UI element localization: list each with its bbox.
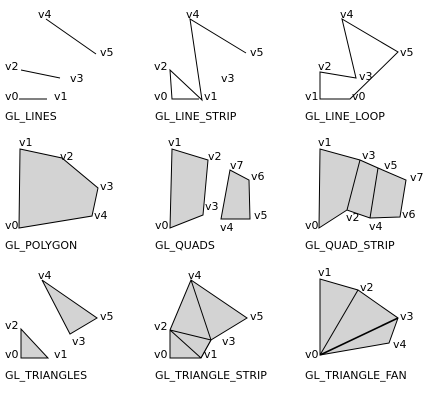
strip-edge-v3-v4 bbox=[190, 279, 212, 341]
vertex-label-v2: v2 bbox=[60, 150, 74, 163]
vertex-label-v1: v1 bbox=[204, 90, 218, 103]
panel-gl-line-loop: v0 v1 v2 v3 v4 v5 GL_LINE_LOOP bbox=[305, 8, 414, 123]
panel-gl-polygon: v0 v1 v2 v3 v4 GL_POLYGON bbox=[5, 136, 114, 252]
vertex-label-v3: v3 bbox=[400, 310, 414, 323]
vertex-label-v0: v0 bbox=[305, 348, 319, 361]
strip-edge-v1-v2 bbox=[169, 329, 202, 359]
vertex-label-v2: v2 bbox=[346, 211, 360, 224]
panel-gl-lines: v0 v1 v2 v3 v4 v5 GL_LINES bbox=[5, 8, 114, 123]
panel-gl-triangle-strip: v0 v1 v2 v3 v4 v5 GL_TRIANGLE_STRIP bbox=[154, 269, 267, 382]
panel-gl-triangles: v0 v1 v2 v3 v4 v5 GL_TRIANGLES bbox=[5, 269, 114, 382]
vertex-label-v5: v5 bbox=[400, 46, 414, 59]
fan-edge-v0-v2 bbox=[319, 289, 359, 356]
line-loop bbox=[319, 17, 399, 100]
vertex-label-v0: v0 bbox=[5, 348, 19, 361]
vertex-label-v1: v1 bbox=[19, 136, 33, 149]
vertex-label-v5: v5 bbox=[100, 46, 114, 59]
vertex-label-v0: v0 bbox=[5, 219, 19, 232]
panel-gl-line-strip: v0 v1 v2 v3 v4 v5 GL_LINE_STRIP bbox=[154, 8, 264, 123]
vertex-label-v4: v4 bbox=[188, 269, 202, 282]
triangle-v0-v1-v2 bbox=[20, 327, 50, 359]
vertex-label-v0: v0 bbox=[352, 90, 366, 103]
vertex-label-v3: v3 bbox=[70, 72, 84, 85]
vertex-label-v2: v2 bbox=[154, 320, 168, 333]
panel-title: GL_LINES bbox=[5, 110, 57, 123]
vertex-label-v2: v2 bbox=[360, 281, 374, 294]
vertex-label-v4: v4 bbox=[186, 8, 200, 21]
quad-v0-v1-v2-v3 bbox=[169, 148, 209, 229]
panel-title: GL_LINE_LOOP bbox=[305, 110, 385, 123]
vertex-label-v5: v5 bbox=[100, 310, 114, 323]
vertex-label-v0: v0 bbox=[155, 219, 169, 232]
vertex-label-v7: v7 bbox=[230, 159, 244, 172]
line-segments bbox=[19, 18, 97, 100]
vertex-label-v4: v4 bbox=[369, 220, 383, 233]
vertex-label-v4: v4 bbox=[38, 269, 52, 282]
triangle-fan-shape bbox=[319, 278, 399, 356]
vertex-label-v5: v5 bbox=[254, 209, 268, 222]
vertex-label-v2: v2 bbox=[318, 60, 332, 73]
vertex-label-v5: v5 bbox=[384, 159, 398, 172]
vertex-label-v4: v4 bbox=[38, 8, 52, 21]
vertex-label-v1: v1 bbox=[318, 136, 332, 149]
quad-v4-v5-v6-v7 bbox=[220, 169, 251, 220]
vertex-label-v2: v2 bbox=[5, 60, 19, 73]
vertex-label-v3: v3 bbox=[362, 149, 376, 162]
vertex-label-v2: v2 bbox=[154, 60, 168, 73]
vertex-label-v3: v3 bbox=[100, 180, 114, 193]
panel-title: GL_TRIANGLE_STRIP bbox=[155, 369, 267, 382]
strip-edge-v4-v5 bbox=[369, 167, 379, 219]
vertex-label-v1: v1 bbox=[168, 136, 182, 149]
polygon-shape bbox=[18, 148, 99, 229]
strip-edge-v1-v3 bbox=[200, 339, 212, 359]
strip-edge-v2-v3 bbox=[346, 159, 361, 211]
vertex-label-v0: v0 bbox=[154, 90, 168, 103]
vertex-label-v1: v1 bbox=[318, 266, 332, 279]
vertex-label-v2: v2 bbox=[5, 319, 19, 332]
vertex-label-v4: v4 bbox=[340, 8, 354, 21]
fan-edge-v0-v3 bbox=[319, 317, 399, 356]
vertex-label-v1: v1 bbox=[305, 90, 319, 103]
vertex-label-v5: v5 bbox=[250, 310, 264, 323]
panel-title: GL_TRIANGLES bbox=[5, 369, 87, 382]
line-strip bbox=[169, 18, 247, 102]
vertex-label-v0: v0 bbox=[305, 219, 319, 232]
vertex-label-v3: v3 bbox=[359, 70, 373, 83]
segment-v4-v5 bbox=[45, 18, 97, 55]
vertex-label-v3: v3 bbox=[221, 72, 235, 85]
panel-gl-quads: v0 v1 v2 v3 v4 v5 v6 v7 GL_QUADS bbox=[155, 136, 268, 252]
vertex-label-v1: v1 bbox=[54, 90, 68, 103]
quad-strip-shape bbox=[318, 148, 407, 229]
panel-title: GL_LINE_STRIP bbox=[155, 110, 237, 123]
vertex-label-v0: v0 bbox=[5, 90, 19, 103]
vertex-label-v6: v6 bbox=[402, 208, 416, 221]
vertex-label-v5: v5 bbox=[250, 46, 264, 59]
vertex-label-v3: v3 bbox=[72, 335, 86, 348]
vertex-label-v1: v1 bbox=[204, 348, 218, 361]
panel-title: GL_POLYGON bbox=[5, 239, 77, 252]
strip-edge-v2-v3 bbox=[169, 329, 212, 341]
vertex-label-v4: v4 bbox=[393, 338, 407, 351]
vertex-label-v3: v3 bbox=[205, 200, 219, 213]
vertex-label-v4: v4 bbox=[94, 209, 108, 222]
panel-gl-triangle-fan: v0 v1 v2 v3 v4 GL_TRIANGLE_FAN bbox=[305, 266, 414, 382]
panel-title: GL_QUAD_STRIP bbox=[305, 239, 395, 252]
panel-title: GL_TRIANGLE_FAN bbox=[305, 369, 407, 382]
vertex-label-v7: v7 bbox=[410, 171, 424, 184]
vertex-label-v2: v2 bbox=[208, 150, 222, 163]
vertex-label-v1: v1 bbox=[54, 348, 68, 361]
panel-title: GL_QUADS bbox=[155, 239, 215, 252]
panel-gl-quad-strip: v0 v1 v2 v3 v4 v5 v6 v7 GL_QUAD_STRIP bbox=[305, 136, 424, 252]
triangle-v3-v4-v5 bbox=[41, 279, 98, 335]
vertex-label-v6: v6 bbox=[251, 170, 265, 183]
vertex-label-v4: v4 bbox=[220, 221, 234, 234]
vertex-label-v0: v0 bbox=[154, 348, 168, 361]
vertex-label-v3: v3 bbox=[222, 335, 236, 348]
segment-v2-v3 bbox=[20, 69, 61, 79]
